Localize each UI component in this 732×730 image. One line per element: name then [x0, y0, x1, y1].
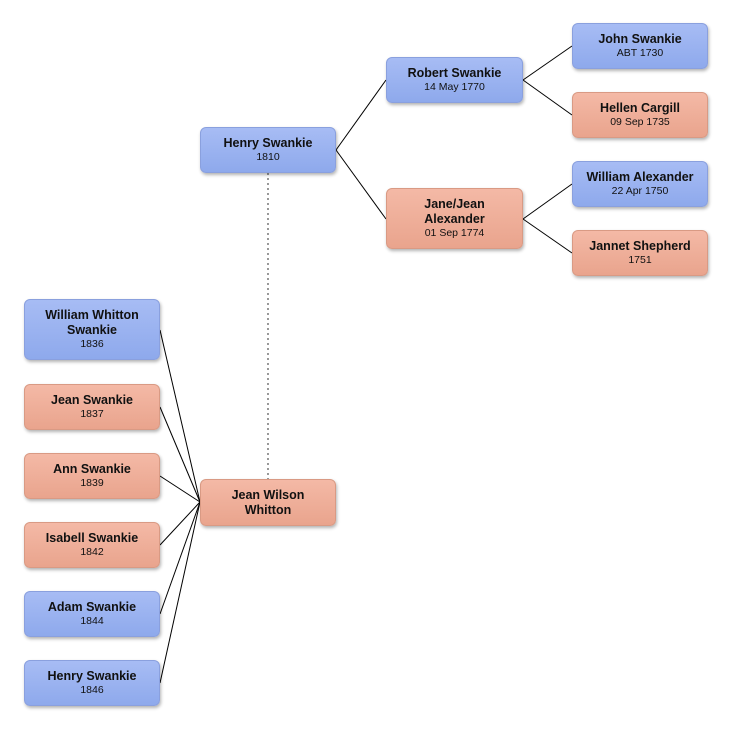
person-name: Robert Swankie: [407, 66, 502, 80]
person-henry-swankie-1810[interactable]: Henry Swankie 1810: [200, 127, 336, 173]
connector-henry-jane: [335, 149, 387, 220]
person-hellen-cargill[interactable]: Hellen Cargill 09 Sep 1735: [572, 92, 708, 138]
person-date: 1836: [80, 338, 104, 350]
person-henry-swankie-1846[interactable]: Henry Swankie 1846: [24, 660, 160, 706]
person-name: Hellen Cargill: [600, 101, 680, 115]
connector-robert-hellen: [522, 79, 573, 116]
person-name: John Swankie: [598, 32, 682, 46]
connector-child-adam: [159, 501, 201, 615]
person-name: Jannet Shepherd: [589, 239, 691, 253]
connector-child-william-whitton: [159, 329, 201, 503]
person-date: 1837: [80, 408, 104, 420]
person-name: William Whitton Swankie: [45, 308, 139, 337]
person-date: ABT 1730: [616, 47, 664, 59]
person-date: 01 Sep 1774: [424, 227, 485, 239]
person-name: Henry Swankie: [223, 136, 313, 150]
connector-child-jean: [159, 406, 201, 503]
person-jannet-shepherd[interactable]: Jannet Shepherd 1751: [572, 230, 708, 276]
person-john-swankie[interactable]: John Swankie ABT 1730: [572, 23, 708, 69]
person-date: 1810: [256, 151, 280, 163]
person-name: Ann Swankie: [53, 462, 131, 476]
person-name: William Alexander: [586, 170, 694, 184]
person-jean-wilson-whitton[interactable]: Jean Wilson Whitton: [200, 479, 336, 526]
connector-child-henry-1846: [159, 501, 201, 684]
person-name: Adam Swankie: [47, 600, 137, 614]
person-robert-swankie[interactable]: Robert Swankie 14 May 1770: [386, 57, 523, 103]
person-name: Jane/Jean Alexander: [424, 197, 485, 226]
person-william-alexander[interactable]: William Alexander 22 Apr 1750: [572, 161, 708, 207]
person-jean-swankie[interactable]: Jean Swankie 1837: [24, 384, 160, 430]
connector-child-isabell: [159, 501, 201, 546]
person-adam-swankie[interactable]: Adam Swankie 1844: [24, 591, 160, 637]
person-william-whitton-swankie[interactable]: William Whitton Swankie 1836: [24, 299, 160, 360]
person-date: 1846: [80, 684, 104, 696]
connector-child-ann: [159, 475, 201, 503]
connector-jane-william-alexander: [522, 183, 573, 220]
person-ann-swankie[interactable]: Ann Swankie 1839: [24, 453, 160, 499]
connector-jane-jannet: [522, 218, 573, 254]
person-name: Jean Swankie: [51, 393, 133, 407]
person-name: Isabell Swankie: [45, 531, 139, 545]
person-date: 1844: [80, 615, 104, 627]
connector-robert-john: [522, 45, 573, 81]
person-jane-jean-alexander[interactable]: Jane/Jean Alexander 01 Sep 1774: [386, 188, 523, 249]
person-date: 1751: [628, 254, 652, 266]
person-date: 09 Sep 1735: [610, 116, 670, 128]
connector-henry-robert: [335, 79, 387, 151]
person-date: 1839: [80, 477, 104, 489]
person-isabell-swankie[interactable]: Isabell Swankie 1842: [24, 522, 160, 568]
person-name: Henry Swankie: [47, 669, 137, 683]
person-name: Jean Wilson Whitton: [231, 487, 305, 517]
person-date: 14 May 1770: [424, 81, 485, 93]
person-date: 22 Apr 1750: [611, 185, 669, 197]
person-date: 1842: [80, 546, 104, 558]
